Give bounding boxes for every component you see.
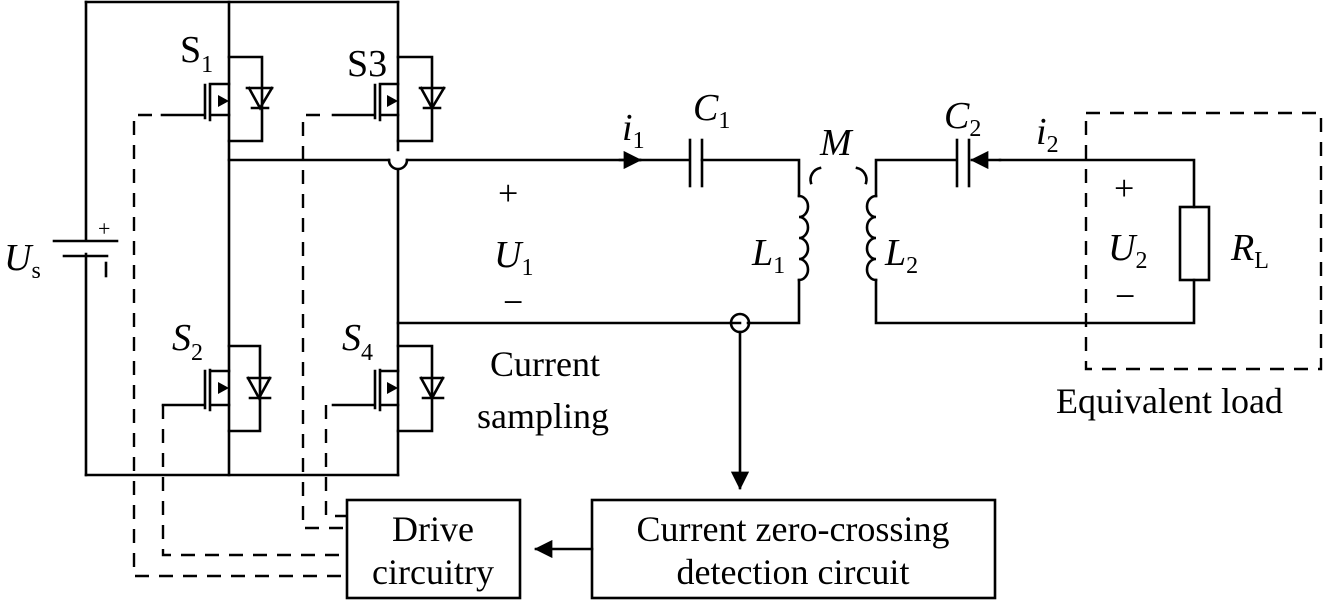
current-sampling: Current sampling	[477, 330, 750, 490]
primary-voltage-plus: +	[498, 173, 518, 213]
bridge-frame	[84, 0, 742, 477]
switch-s4: S4	[331, 317, 445, 433]
switch-s4-label: S4	[342, 317, 373, 366]
secondary-inductor-label: L2	[884, 232, 918, 279]
load-resistor-label: RL	[1230, 227, 1269, 274]
secondary-circuit: C2 i2 L2 + U2 − RL	[865, 95, 1269, 325]
secondary-current-label: i2	[1036, 111, 1059, 158]
secondary-capacitor-label: C2	[944, 95, 981, 142]
switch-s1-label: S1	[180, 29, 213, 78]
equivalent-load-box: Equivalent load	[1056, 111, 1323, 421]
secondary-voltage-minus: −	[1115, 276, 1135, 316]
switch-s3: S3	[331, 43, 446, 143]
mutual-label: M	[819, 122, 854, 164]
switch-s3-label: S3	[347, 43, 387, 85]
switch-s2: S2	[161, 317, 272, 433]
mutual-inductance: M	[809, 122, 868, 185]
switch-s1: S1	[160, 29, 274, 143]
zero-crossing-detection-block: Current zero-crossing detection circuit	[590, 498, 997, 600]
gate-drive-lines	[132, 113, 346, 578]
drive-label-1: Drive	[392, 509, 474, 549]
current-sampling-label-2: sampling	[477, 396, 609, 436]
primary-voltage-minus: −	[503, 282, 523, 322]
zcd-label-1: Current zero-crossing	[637, 509, 950, 549]
primary-voltage-label: U1	[494, 234, 533, 281]
primary-capacitor-label: C1	[693, 87, 730, 134]
secondary-voltage-plus: +	[1114, 168, 1134, 208]
source-label: Us	[4, 237, 41, 284]
drive-circuitry-block: Drive circuitry	[345, 498, 522, 600]
primary-inductor-label: L1	[751, 232, 785, 279]
source-plus: +	[98, 216, 110, 241]
zcd-label-2: detection circuit	[677, 552, 910, 592]
primary-circuit: i1 C1 L1 + U1 −	[494, 87, 810, 334]
switch-s2-label: S2	[172, 317, 203, 366]
equivalent-load-label: Equivalent load	[1056, 381, 1283, 421]
current-sampling-label-1: Current	[490, 344, 600, 384]
primary-current-label: i1	[622, 107, 645, 154]
drive-label-2: circuitry	[372, 552, 494, 592]
secondary-voltage-label: U2	[1108, 227, 1147, 274]
dc-source: + Us	[4, 0, 119, 477]
